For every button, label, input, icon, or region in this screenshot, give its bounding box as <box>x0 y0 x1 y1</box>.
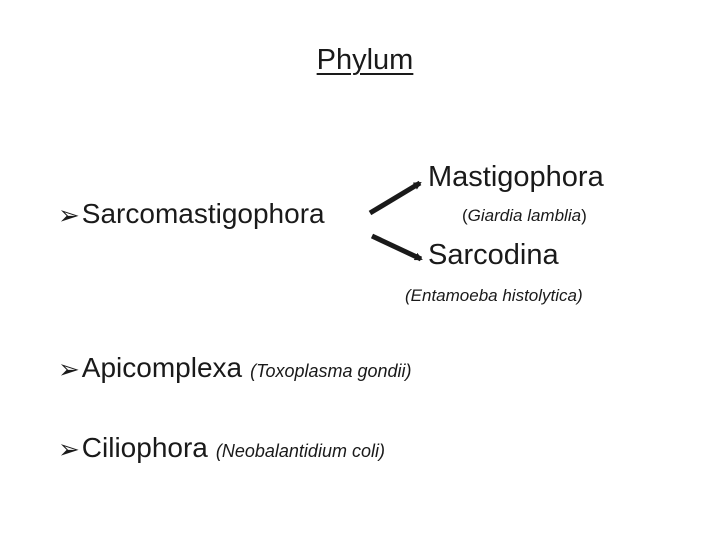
bullet-item-apicomplexa: ➢ Apicomplexa (Toxoplasma gondii) <box>58 352 412 384</box>
bullet-item-ciliophora: ➢ Ciliophora (Neobalantidium coli) <box>58 432 385 464</box>
subgroup-sarcodina: Sarcodina <box>428 239 559 271</box>
bullet-term: Apicomplexa <box>81 352 243 383</box>
subgroup-mastigophora: Mastigophora <box>428 161 604 193</box>
example-entamoeba: (Entamoeba histolytica) <box>405 286 583 305</box>
example-giardia: (Giardia lamblia) <box>462 206 587 226</box>
arrow-bullet-icon: ➢ <box>58 354 80 384</box>
bullet-example: (Neobalantidium coli) <box>215 441 385 461</box>
bullet-term: Sarcomastigophora <box>81 198 325 229</box>
arrow-bullet-icon: ➢ <box>58 200 80 230</box>
arrow-to-mastigophora-icon <box>368 180 422 216</box>
bullet-term: Ciliophora <box>81 432 208 463</box>
example-close-paren: ) <box>581 206 587 225</box>
arrow-bullet-icon: ➢ <box>58 434 80 464</box>
page-title: Phylum <box>316 44 414 76</box>
example-open-paren: ( <box>462 206 468 225</box>
arrow-to-sarcodina-icon <box>370 233 423 262</box>
example-species: Giardia lamblia <box>467 206 582 225</box>
bullet-item-sarcomastigophora: ➢ Sarcomastigophora <box>58 198 325 230</box>
bullet-example: (Toxoplasma gondii) <box>250 361 412 381</box>
